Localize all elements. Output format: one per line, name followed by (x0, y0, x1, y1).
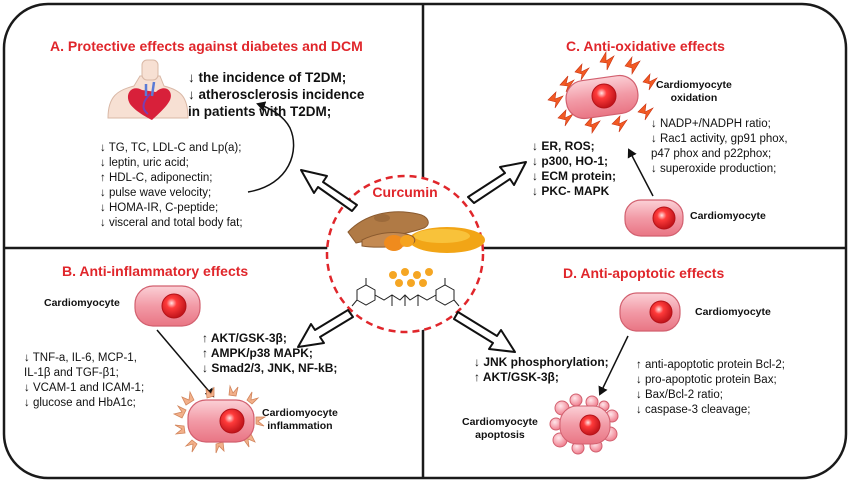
list-item: ↓ TG, TC, LDL-C and Lp(a); (100, 142, 242, 154)
pathway-item: ↑ AKT/GSK-3β; (474, 370, 559, 384)
list-item: ↓ TNF-a, IL-6, MCP-1, (24, 352, 137, 364)
list-item: p47 phox and p22phox; (651, 148, 772, 160)
panelC-title: C. Anti-oxidative effects (566, 38, 725, 54)
pathway-item: ↓ PKC- MAPK (532, 184, 610, 198)
panelD-arrow (598, 335, 629, 396)
list-item: ↑ anti-apoptotic protein Bcl-2; (636, 359, 785, 371)
label-line: apoptosis (475, 429, 525, 441)
center-circle (325, 174, 485, 334)
panelA-curved-arrow (247, 101, 295, 193)
apoptotic-cell-illustration (549, 393, 619, 455)
list-item: ↓ Bax/Bcl-2 ratio; (636, 389, 723, 401)
torso-illustration (107, 59, 189, 120)
list-item: IL-1β and TGF-β1; (24, 367, 119, 379)
pathway-item: ↓ Smad2/3, JNK, NF-kB; (202, 361, 338, 375)
panelC-cell-label: Cardiomyocyte (690, 210, 766, 222)
panelD-cell-label: Cardiomyocyte (695, 306, 771, 318)
hollow-arrows (297, 161, 527, 353)
panelA-headline-line: ↓ the incidence of T2DM; (188, 70, 347, 85)
list-item: ↓ pro-apoptotic protein Bax; (636, 374, 777, 386)
list-item: ↑ HDL-C, adiponectin; (100, 172, 213, 184)
list-item: ↓ glucose and HbA1c; (24, 397, 136, 409)
list-item: ↓ leptin, uric acid; (100, 157, 189, 169)
turmeric-illustration (347, 211, 485, 253)
panelD-nucleus (649, 300, 673, 324)
list-item: ↓ NADP+/NADPH ratio; (651, 118, 771, 130)
list-item: ↓ caspase-3 cleavage; (636, 404, 751, 416)
inflamed-cell-illustration (172, 384, 267, 454)
pathway-item: ↓ ECM protein; (532, 169, 616, 183)
panelB-nucleus (161, 293, 187, 319)
list-item: ↓ VCAM-1 and ICAM-1; (24, 382, 145, 394)
panelC-nucleus (652, 206, 676, 230)
list-item: ↓ Rac1 activity, gp91 phox, (651, 133, 788, 145)
pathway-item: ↓ ER, ROS; (532, 139, 595, 153)
oxidized-cell-illustration (547, 50, 658, 134)
panelD-list: ↑ anti-apoptotic protein Bcl-2; ↓ pro-ap… (636, 358, 785, 418)
center-title: Curcumin (372, 184, 438, 200)
label-line: Cardiomyocyte (262, 407, 338, 419)
panelC-oxidation-label: Cardiomyocyte oxidation (656, 79, 732, 105)
panelA-headline-line: ↓ atherosclerosis incidence (188, 87, 365, 102)
label-line: oxidation (670, 92, 718, 104)
panelB-pathways: ↑ AKT/GSK-3β; ↑ AMPK/p38 MAPK; ↓ Smad2/3… (202, 331, 337, 376)
panelB-inflammation-label: Cardiomyocyte inflammation (262, 407, 338, 433)
label-line: inflammation (267, 420, 333, 432)
list-item: ↓ HOMA-IR, C-peptide; (100, 202, 219, 214)
list-item: ↓ pulse wave velocity; (100, 187, 212, 199)
label-line: Cardiomyocyte (656, 79, 732, 91)
panelB-arrow (156, 329, 215, 398)
panelC-pathways: ↓ ER, ROS; ↓ p300, HO-1; ↓ ECM protein; … (532, 139, 616, 199)
panelB-cell-label: Cardiomyocyte (44, 297, 120, 309)
list-item: ↓ superoxide production; (651, 163, 777, 175)
pathway-item: ↓ JNK phosphorylation; (474, 355, 609, 369)
panelC-list: ↓ NADP+/NADPH ratio; ↓ Rac1 activity, gp… (651, 117, 788, 177)
panelA-title: A. Protective effects against diabetes a… (50, 38, 363, 54)
panelA-list: ↓ TG, TC, LDL-C and Lp(a); ↓ leptin, uri… (100, 141, 243, 231)
pathway-item: ↓ p300, HO-1; (532, 154, 609, 168)
pathway-item: ↑ AKT/GSK-3β; (202, 331, 287, 345)
label-line: Cardiomyocyte (462, 416, 538, 428)
panelD-pathways: ↓ JNK phosphorylation; ↑ AKT/GSK-3β; (474, 355, 609, 385)
panelA-headline: ↓ the incidence of T2DM; ↓ atheroscleros… (188, 69, 364, 120)
panelB-list: ↓ TNF-a, IL-6, MCP-1, IL-1β and TGF-β1; … (24, 351, 144, 411)
panelB-title: B. Anti-inflammatory effects (62, 263, 249, 279)
curcumin-molecule (351, 278, 460, 307)
pathway-item: ↑ AMPK/p38 MAPK; (202, 346, 313, 360)
molecule-dots (389, 268, 433, 287)
list-item: ↓ visceral and total body fat; (100, 217, 243, 229)
panelC-arrow (627, 148, 654, 197)
panelD-apoptosis-label: Cardiomyocyte apoptosis (462, 416, 538, 442)
panelD-title: D. Anti-apoptotic effects (563, 265, 725, 281)
panelA-headline-line: in patients with T2DM; (188, 104, 332, 119)
